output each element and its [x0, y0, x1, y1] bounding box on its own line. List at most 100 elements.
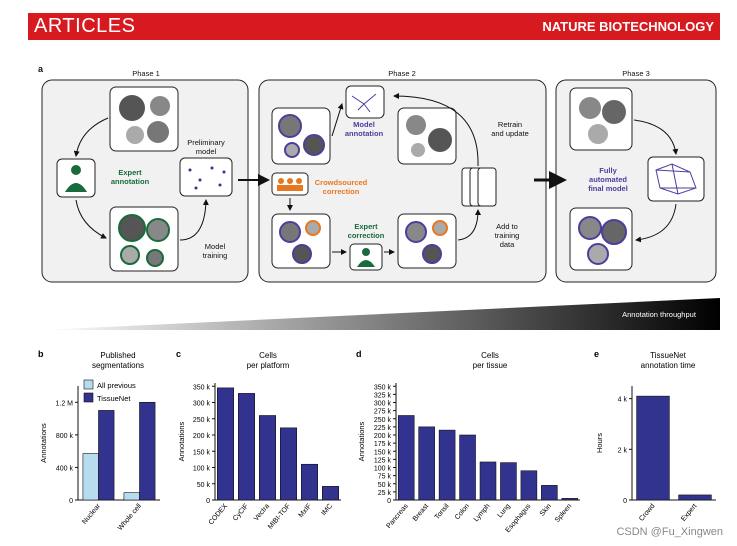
y-tick-label: 400 k	[56, 465, 74, 472]
phase2-title: Phase 2	[388, 69, 416, 78]
chart-title: segmentations	[92, 361, 144, 370]
x-tick-label: Colon	[454, 503, 471, 522]
section-title: ARTICLES	[34, 15, 136, 37]
person-icon	[56, 158, 96, 198]
legend-label: All previous	[97, 381, 136, 390]
bar	[217, 387, 234, 501]
watermark: CSDN @Fu_Xingwen	[616, 526, 723, 538]
chart-title: TissueNet	[650, 351, 686, 360]
y-tick-label: 325 k	[374, 392, 392, 399]
legend-swatch	[83, 392, 94, 403]
journal-name: NATURE BIOTECHNOLOGY	[542, 19, 714, 34]
y-tick-label: 125 k	[374, 457, 392, 464]
graph-network-icon	[647, 156, 705, 202]
arrow-p2-1	[331, 103, 344, 137]
y-tick-label: 75 k	[378, 474, 392, 481]
bar	[82, 453, 99, 501]
retrain-text: Retrain and update	[491, 120, 529, 138]
expert-corrected-image	[397, 213, 457, 269]
bar	[301, 463, 318, 501]
y-tick-label: 250 k	[193, 417, 211, 424]
y-axis-label: Annotations	[177, 421, 186, 461]
y-tick-label: 800 k	[56, 433, 74, 440]
y-tick-label: 0	[387, 498, 391, 505]
bar	[479, 461, 497, 501]
y-tick-label: 4 k	[618, 397, 628, 404]
arrow-p1-bottom	[75, 199, 107, 239]
x-tick-label: Lymph	[473, 503, 492, 523]
add-training-text: Add to training data	[494, 222, 520, 249]
chart-title: annotation time	[641, 361, 696, 370]
x-tick-label: MIBI-TOF	[267, 503, 292, 531]
panel-label: c	[176, 349, 181, 359]
preliminary-model-text: Preliminary model	[187, 138, 225, 156]
x-tick-label: Breast	[412, 503, 430, 523]
y-tick-label: 300 k	[374, 401, 392, 408]
x-tick-label: Tonsil	[434, 502, 451, 521]
y-tick-label: 175 k	[374, 441, 392, 448]
y-axis-label: Annotations	[357, 421, 366, 461]
x-tick-label: Skin	[539, 503, 553, 518]
crowd-corrected-image	[271, 213, 331, 269]
panel-label: b	[38, 349, 44, 359]
y-tick-label: 350 k	[374, 384, 392, 391]
throughput-wedge	[42, 298, 720, 330]
bar	[636, 395, 670, 501]
arrow-p1-top	[73, 117, 109, 157]
y-tick-label: 200 k	[193, 433, 211, 440]
crowd-icon	[271, 172, 309, 196]
retrain-image	[397, 107, 457, 165]
legend-swatch	[83, 379, 94, 390]
bar	[123, 492, 140, 501]
x-tick-label: Expert	[680, 503, 698, 523]
model-training-text: Model training	[202, 242, 228, 260]
y-axis-label: Annotations	[39, 423, 48, 463]
legend-label: TissueNet	[97, 394, 131, 403]
final-segmented-image	[569, 207, 633, 271]
crowdsourced-text: Crowdsourced correction	[314, 178, 368, 196]
x-tick-label: Spleen	[554, 503, 573, 524]
stacked-images-icon	[461, 167, 497, 207]
arrow-p2-2	[393, 93, 479, 167]
x-tick-label: Pancreas	[385, 502, 410, 530]
arrow-p2-6	[457, 209, 481, 241]
fully-automated-text: Fully automated final model	[588, 166, 628, 193]
x-tick-label: CyCIF	[232, 503, 250, 523]
chart-title: Cells	[481, 351, 499, 360]
bar	[259, 415, 276, 501]
chart-title: per platform	[247, 361, 290, 370]
y-tick-label: 275 k	[374, 409, 392, 416]
expert-correction-text: Expert correction	[347, 222, 385, 240]
y-tick-label: 200 k	[374, 433, 392, 440]
scatter-model-icon	[179, 157, 233, 197]
arrow-p3-top	[633, 119, 679, 155]
y-tick-label: 50 k	[378, 482, 392, 489]
y-tick-label: 100 k	[193, 466, 211, 473]
raw-cell-image	[109, 86, 179, 152]
bar	[238, 393, 255, 501]
phase3-title: Phase 3	[622, 69, 650, 78]
arrow-p3-bottom	[635, 203, 677, 243]
x-tick-label: Crowd	[638, 503, 656, 523]
y-tick-label: 0	[623, 498, 627, 505]
y-tick-label: 225 k	[374, 425, 392, 432]
x-tick-label: Vectra	[253, 503, 271, 523]
bar	[541, 485, 558, 501]
chart-title: Published	[100, 351, 135, 360]
annotated-cell-image	[109, 206, 179, 272]
x-tick-label: Nuclear	[81, 502, 102, 525]
expert-annotation-text: Expert annotation	[110, 168, 150, 186]
phase1-title: Phase 1	[132, 69, 160, 78]
x-tick-label: CODEX	[208, 503, 230, 527]
throughput-text: Annotation throughput	[622, 310, 696, 319]
bar	[459, 434, 476, 501]
bar	[561, 498, 579, 501]
final-raw-image	[569, 87, 633, 151]
network-icon	[345, 85, 385, 119]
journal-header: ARTICLES NATURE BIOTECHNOLOGY	[28, 13, 720, 40]
y-tick-label: 0	[69, 498, 73, 505]
y-tick-label: 50 k	[197, 482, 211, 489]
panel-a-label: a	[38, 64, 44, 74]
bar	[520, 470, 538, 501]
